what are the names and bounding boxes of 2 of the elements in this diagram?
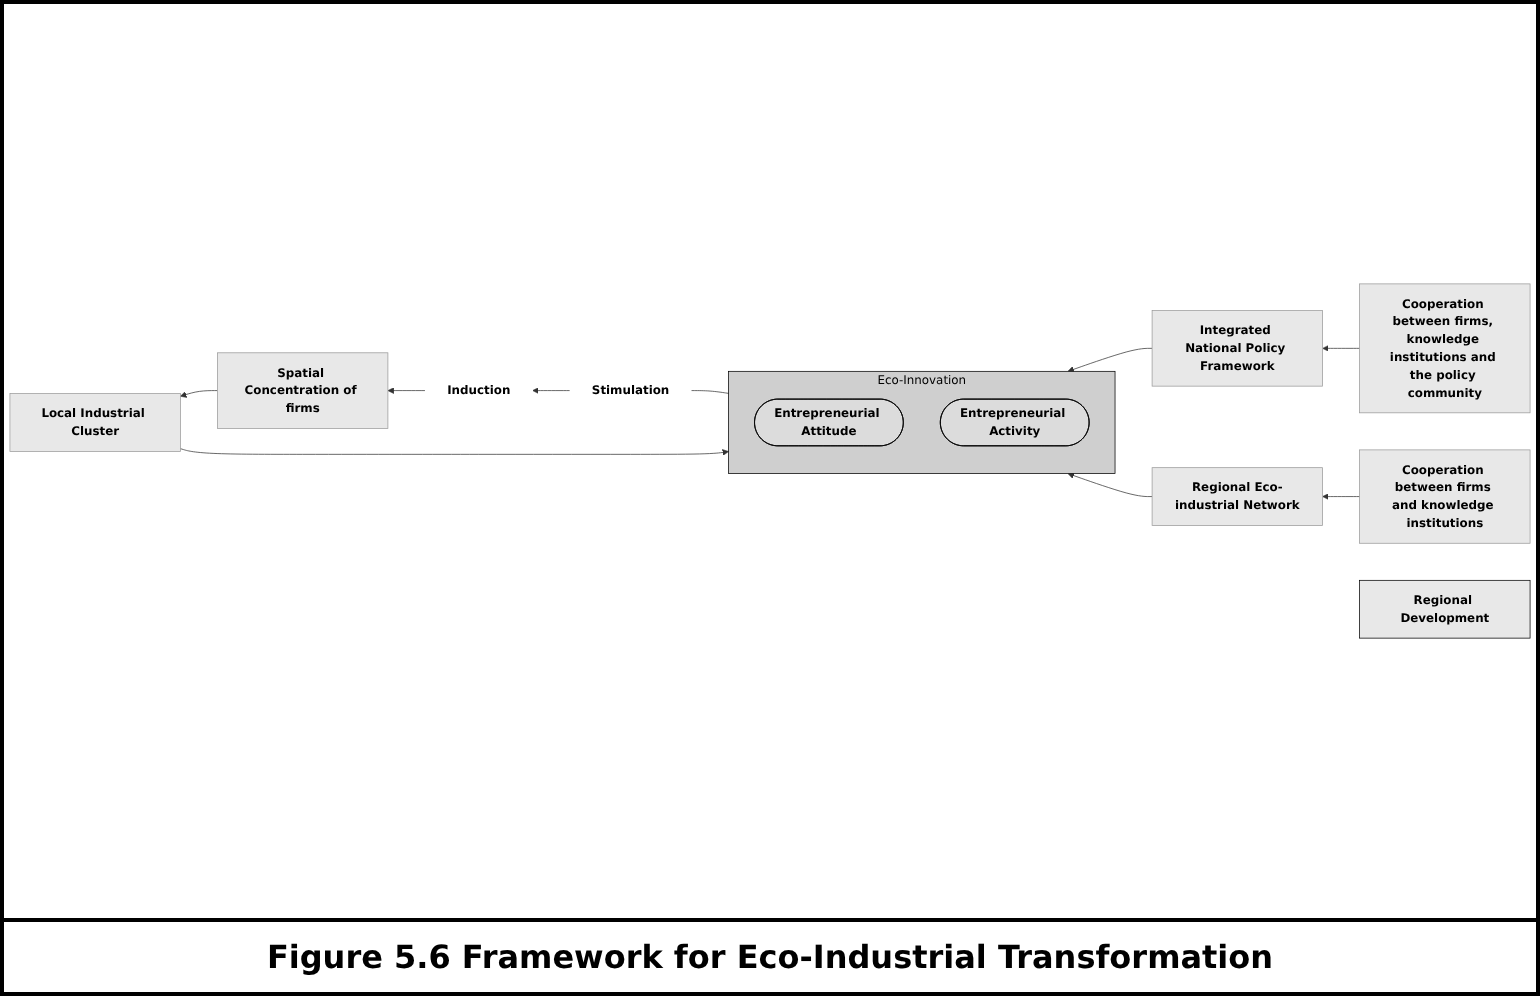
figure-caption: Figure 5.6 Framework for Eco-Industrial Transformation: [4, 918, 1536, 992]
connector: [691, 390, 729, 394]
